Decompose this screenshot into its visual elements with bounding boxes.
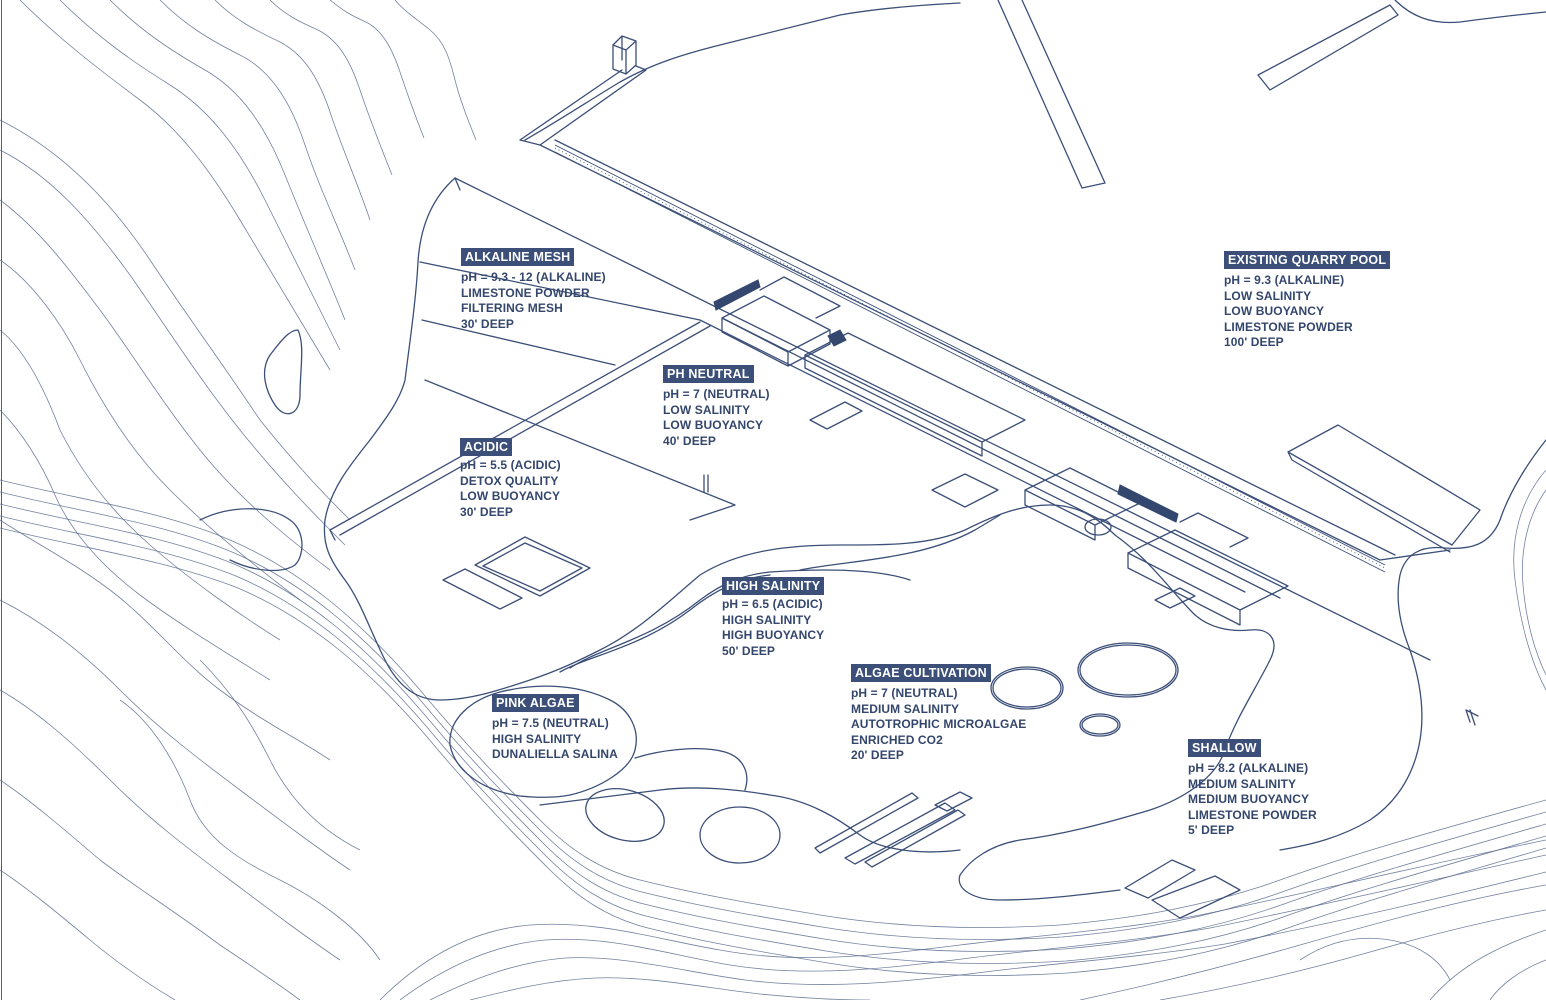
zone-prop: MEDIUM SALINITY (1188, 776, 1297, 791)
zone-prop: LOW SALINITY (1224, 288, 1312, 303)
zone-prop: pH = 7 (NEUTRAL) (663, 387, 770, 401)
zone-shallow: SHALLOW pH = 8.2 (ALKALINE) MEDIUM SALIN… (1188, 739, 1317, 839)
zone-prop: pH = 7 (NEUTRAL) (851, 686, 958, 700)
zone-title: EXISTING QUARRY POOL (1224, 251, 1391, 269)
zone-algae-cultivation: ALGAE CULTIVATION pH = 7 (NEUTRAL) MEDIU… (851, 664, 1026, 764)
bathhouse-structure (454, 35, 1451, 661)
zone-prop: DETOX QUALITY (460, 473, 559, 488)
zone-prop: FILTERING MESH (461, 301, 563, 315)
zone-prop: pH = 6.5 (ACIDIC) (722, 597, 823, 611)
zone-prop: LIMESTONE POWDER (461, 285, 590, 300)
zone-prop: pH = 8.2 (ALKALINE) (1188, 761, 1309, 775)
pool-divisions (199, 0, 1481, 919)
zone-ph-neutral: PH NEUTRAL pH = 7 (NEUTRAL) LOW SALINITY… (663, 365, 770, 449)
zone-prop: HIGH SALINITY (492, 731, 582, 746)
zone-prop: HIGH BUOYANCY (722, 628, 825, 642)
zone-prop: pH = 9.3 - 12 (ALKALINE) (461, 270, 606, 284)
zone-prop: MEDIUM BUOYANCY (1188, 792, 1310, 806)
zone-prop: LIMESTONE POWDER (1224, 319, 1353, 334)
dense-contour-band (0, 469, 1546, 1000)
zone-prop: LOW SALINITY (663, 402, 751, 417)
zone-pink-algae: PINK ALGAE pH = 7.5 (NEUTRAL) HIGH SALIN… (492, 694, 618, 763)
zone-prop: 50' DEEP (722, 643, 776, 658)
zone-prop: LOW BUOYANCY (1224, 304, 1325, 318)
zone-prop: pH = 9.3 (ALKALINE) (1224, 273, 1345, 287)
contour-lines-left (0, 0, 477, 1000)
quarry-upper-outline (524, 0, 1546, 141)
zone-existing-quarry-pool: EXISTING QUARRY POOL pH = 9.3 (ALKALINE)… (1224, 251, 1391, 351)
zone-prop: 30' DEEP (460, 504, 514, 519)
zone-title: ALKALINE MESH (461, 248, 575, 266)
zone-prop: MEDIUM SALINITY (851, 701, 960, 716)
zone-prop: LOW BUOYANCY (460, 489, 561, 503)
zone-prop: 100' DEEP (1224, 335, 1284, 349)
zone-title: PH NEUTRAL (663, 365, 754, 383)
zone-prop: 5' DEEP (1188, 823, 1235, 837)
zone-prop: pH = 7.5 (NEUTRAL) (492, 716, 609, 730)
zone-prop: 40' DEEP (663, 433, 717, 448)
zone-title: HIGH SALINITY (722, 577, 825, 595)
zone-title: SHALLOW (1188, 739, 1261, 757)
zone-title: PINK ALGAE (492, 694, 579, 712)
zone-prop: 30' DEEP (461, 316, 515, 331)
zone-prop: 20' DEEP (851, 748, 905, 762)
zone-alkaline-mesh: ALKALINE MESH pH = 9.3 - 12 (ALKALINE) L… (461, 248, 606, 332)
zone-prop: HIGH SALINITY (722, 612, 812, 627)
contour-lines-right (1299, 929, 1546, 1000)
zone-high-salinity: HIGH SALINITY pH = 6.5 (ACIDIC) HIGH SAL… (722, 577, 825, 659)
zone-title: ACIDIC (460, 438, 513, 456)
quarry-right-outline (1279, 439, 1546, 851)
zone-prop: AUTOTROPHIC MICROALGAE (851, 717, 1027, 731)
zone-title: ALGAE CULTIVATION (851, 664, 991, 682)
quarry-bottom-outline (539, 787, 961, 853)
zone-prop: LOW BUOYANCY (663, 418, 764, 432)
quarry-pool-outline (323, 177, 1275, 901)
zone-prop: LIMESTONE POWDER (1188, 807, 1317, 822)
zone-prop: ENRICHED CO2 (851, 732, 943, 747)
zone-prop: DUNALIELLA SALINA (492, 747, 618, 761)
zone-acidic: ACIDIC pH = 5.5 (ACIDIC) DETOX QUALITY L… (460, 438, 561, 520)
zone-prop: pH = 5.5 (ACIDIC) (460, 458, 561, 472)
